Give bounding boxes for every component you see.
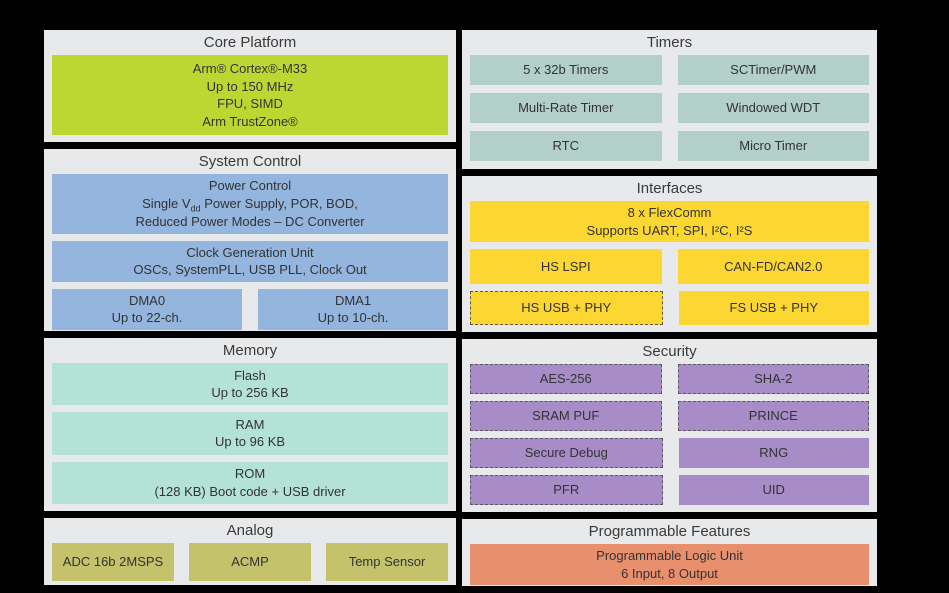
panel-memory: Memory Flash Up to 256 KB RAM Up to 96 K…	[44, 338, 456, 511]
block-sram-puf: SRAM PUF	[470, 401, 662, 431]
system-control-title: System Control	[198, 153, 302, 170]
timers-row: 5 x 32b Timers SCTimer/PWM	[470, 55, 869, 85]
right-column: Timers 5 x 32b Timers SCTimer/PWM Multi-…	[462, 30, 877, 586]
security-row: AES-256 SHA-2	[470, 364, 869, 394]
block-dma0: DMA0 Up to 22-ch.	[52, 288, 242, 330]
vdd-subscript: dd	[190, 203, 201, 214]
block-dma1: DMA1 Up to 10-ch.	[258, 288, 448, 330]
rom-line: (128 KB) Boot code + USB driver	[154, 483, 346, 499]
block-multi-rate-timer: Multi-Rate Timer	[470, 93, 662, 123]
block-sctimer-pwm: SCTimer/PWM	[677, 55, 869, 85]
block-flash: Flash Up to 256 KB	[52, 363, 448, 406]
dma-row: DMA0 Up to 22-ch. DMA1 Up to 10-ch.	[52, 288, 448, 330]
block-rtc: RTC	[470, 131, 662, 161]
panel-timers: Timers 5 x 32b Timers SCTimer/PWM Multi-…	[462, 30, 877, 169]
power-line: Power Control	[208, 178, 292, 193]
block-rom: ROM (128 KB) Boot code + USB driver	[52, 461, 448, 504]
analog-row: ADC 16b 2MSPS ACMP Temp Sensor	[52, 543, 448, 581]
block-clock-generation: Clock Generation Unit OSCs, SystemPLL, U…	[52, 240, 448, 282]
timers-title: Timers	[646, 34, 693, 51]
block-aes-256: AES-256	[470, 364, 662, 394]
cpu-line: Arm TrustZone®	[202, 113, 298, 129]
block-rng: RNG	[678, 438, 869, 468]
core-platform-title: Core Platform	[203, 34, 297, 51]
power-line-pre: Single V	[142, 195, 191, 211]
analog-title: Analog	[226, 522, 274, 539]
rom-line: ROM	[234, 466, 266, 482]
flash-line: Flash	[234, 367, 266, 383]
power-line: Reduced Power Modes – DC Converter	[135, 214, 365, 230]
dma0-line: Up to 22-ch.	[111, 310, 183, 326]
power-line-post: Power Supply, POR, BOD,	[200, 195, 358, 211]
block-cortex-m33: Arm® Cortex®-M33 Up to 150 MHz FPU, SIMD…	[52, 55, 448, 135]
block-hs-lspi: HS LSPI	[470, 249, 662, 284]
block-hs-usb-phy: HS USB + PHY	[470, 290, 663, 325]
interfaces-title: Interfaces	[636, 180, 703, 197]
plu-line: 6 Input, 8 Output	[621, 565, 718, 581]
block-pfr: PFR	[470, 475, 663, 505]
block-windowed-wdt: Windowed WDT	[677, 93, 869, 123]
cpu-line: Arm® Cortex®-M33	[192, 61, 308, 76]
block-power-control: Power Control Single Vdd Power Supply, P…	[52, 174, 448, 234]
block-ram: RAM Up to 96 KB	[52, 412, 448, 455]
panel-analog: Analog ADC 16b 2MSPS ACMP Temp Sensor	[44, 518, 456, 585]
block-acmp: ACMP	[189, 543, 311, 581]
plu-line: Programmable Logic Unit	[596, 548, 743, 563]
panel-core-platform: Core Platform Arm® Cortex®-M33 Up to 150…	[44, 30, 456, 142]
security-title: Security	[642, 343, 697, 360]
flexcomm-line: 8 x FlexComm	[627, 205, 712, 220]
memory-title: Memory	[222, 342, 278, 359]
dma1-line: Up to 10-ch.	[317, 310, 389, 326]
power-line: Single Vdd Power Supply, POR, BOD,	[54, 195, 446, 214]
block-uid: UID	[678, 475, 869, 505]
timers-row: Multi-Rate Timer Windowed WDT	[470, 93, 869, 123]
flexcomm-line: Supports UART, SPI, I²C, I²S	[586, 222, 753, 238]
block-secure-debug: Secure Debug	[470, 438, 663, 468]
interfaces-row: HS USB + PHY FS USB + PHY	[470, 290, 869, 325]
clock-line: OSCs, SystemPLL, USB PLL, Clock Out	[133, 262, 367, 278]
left-column: Core Platform Arm® Cortex®-M33 Up to 150…	[44, 30, 456, 585]
timers-row: RTC Micro Timer	[470, 131, 869, 161]
ram-line: Up to 96 KB	[214, 434, 286, 450]
block-temp-sensor: Temp Sensor	[326, 543, 448, 581]
block-micro-timer: Micro Timer	[677, 131, 869, 161]
security-row: PFR UID	[470, 475, 869, 505]
clock-line: Clock Generation Unit	[186, 244, 314, 260]
interfaces-row: HS LSPI CAN-FD/CAN2.0	[470, 249, 869, 284]
panel-programmable-features: Programmable Features Programmable Logic…	[462, 519, 877, 586]
cpu-line: Up to 150 MHz	[206, 78, 294, 94]
block-adc: ADC 16b 2MSPS	[52, 543, 174, 581]
panel-system-control: System Control Power Control Single Vdd …	[44, 149, 456, 331]
cpu-line: FPU, SIMD	[217, 96, 283, 111]
programmable-features-title: Programmable Features	[588, 523, 751, 540]
security-row: Secure Debug RNG	[470, 438, 869, 468]
dma1-line: DMA1	[334, 292, 372, 308]
block-programmable-logic-unit: Programmable Logic Unit 6 Input, 8 Outpu…	[470, 544, 869, 585]
dma0-line: DMA0	[128, 292, 166, 308]
block-fs-usb-phy: FS USB + PHY	[678, 290, 869, 325]
block-sha-2: SHA-2	[677, 364, 869, 394]
block-prince: PRINCE	[677, 401, 869, 431]
ram-line: RAM	[235, 416, 265, 432]
security-row: SRAM PUF PRINCE	[470, 401, 869, 431]
panel-interfaces: Interfaces 8 x FlexComm Supports UART, S…	[462, 176, 877, 332]
panel-security: Security AES-256 SHA-2 SRAM PUF PRINCE S…	[462, 339, 877, 512]
block-can-fd: CAN-FD/CAN2.0	[677, 249, 869, 284]
block-32b-timers: 5 x 32b Timers	[470, 55, 662, 85]
flash-line: Up to 256 KB	[211, 385, 289, 401]
block-flexcomm: 8 x FlexComm Supports UART, SPI, I²C, I²…	[470, 201, 869, 242]
